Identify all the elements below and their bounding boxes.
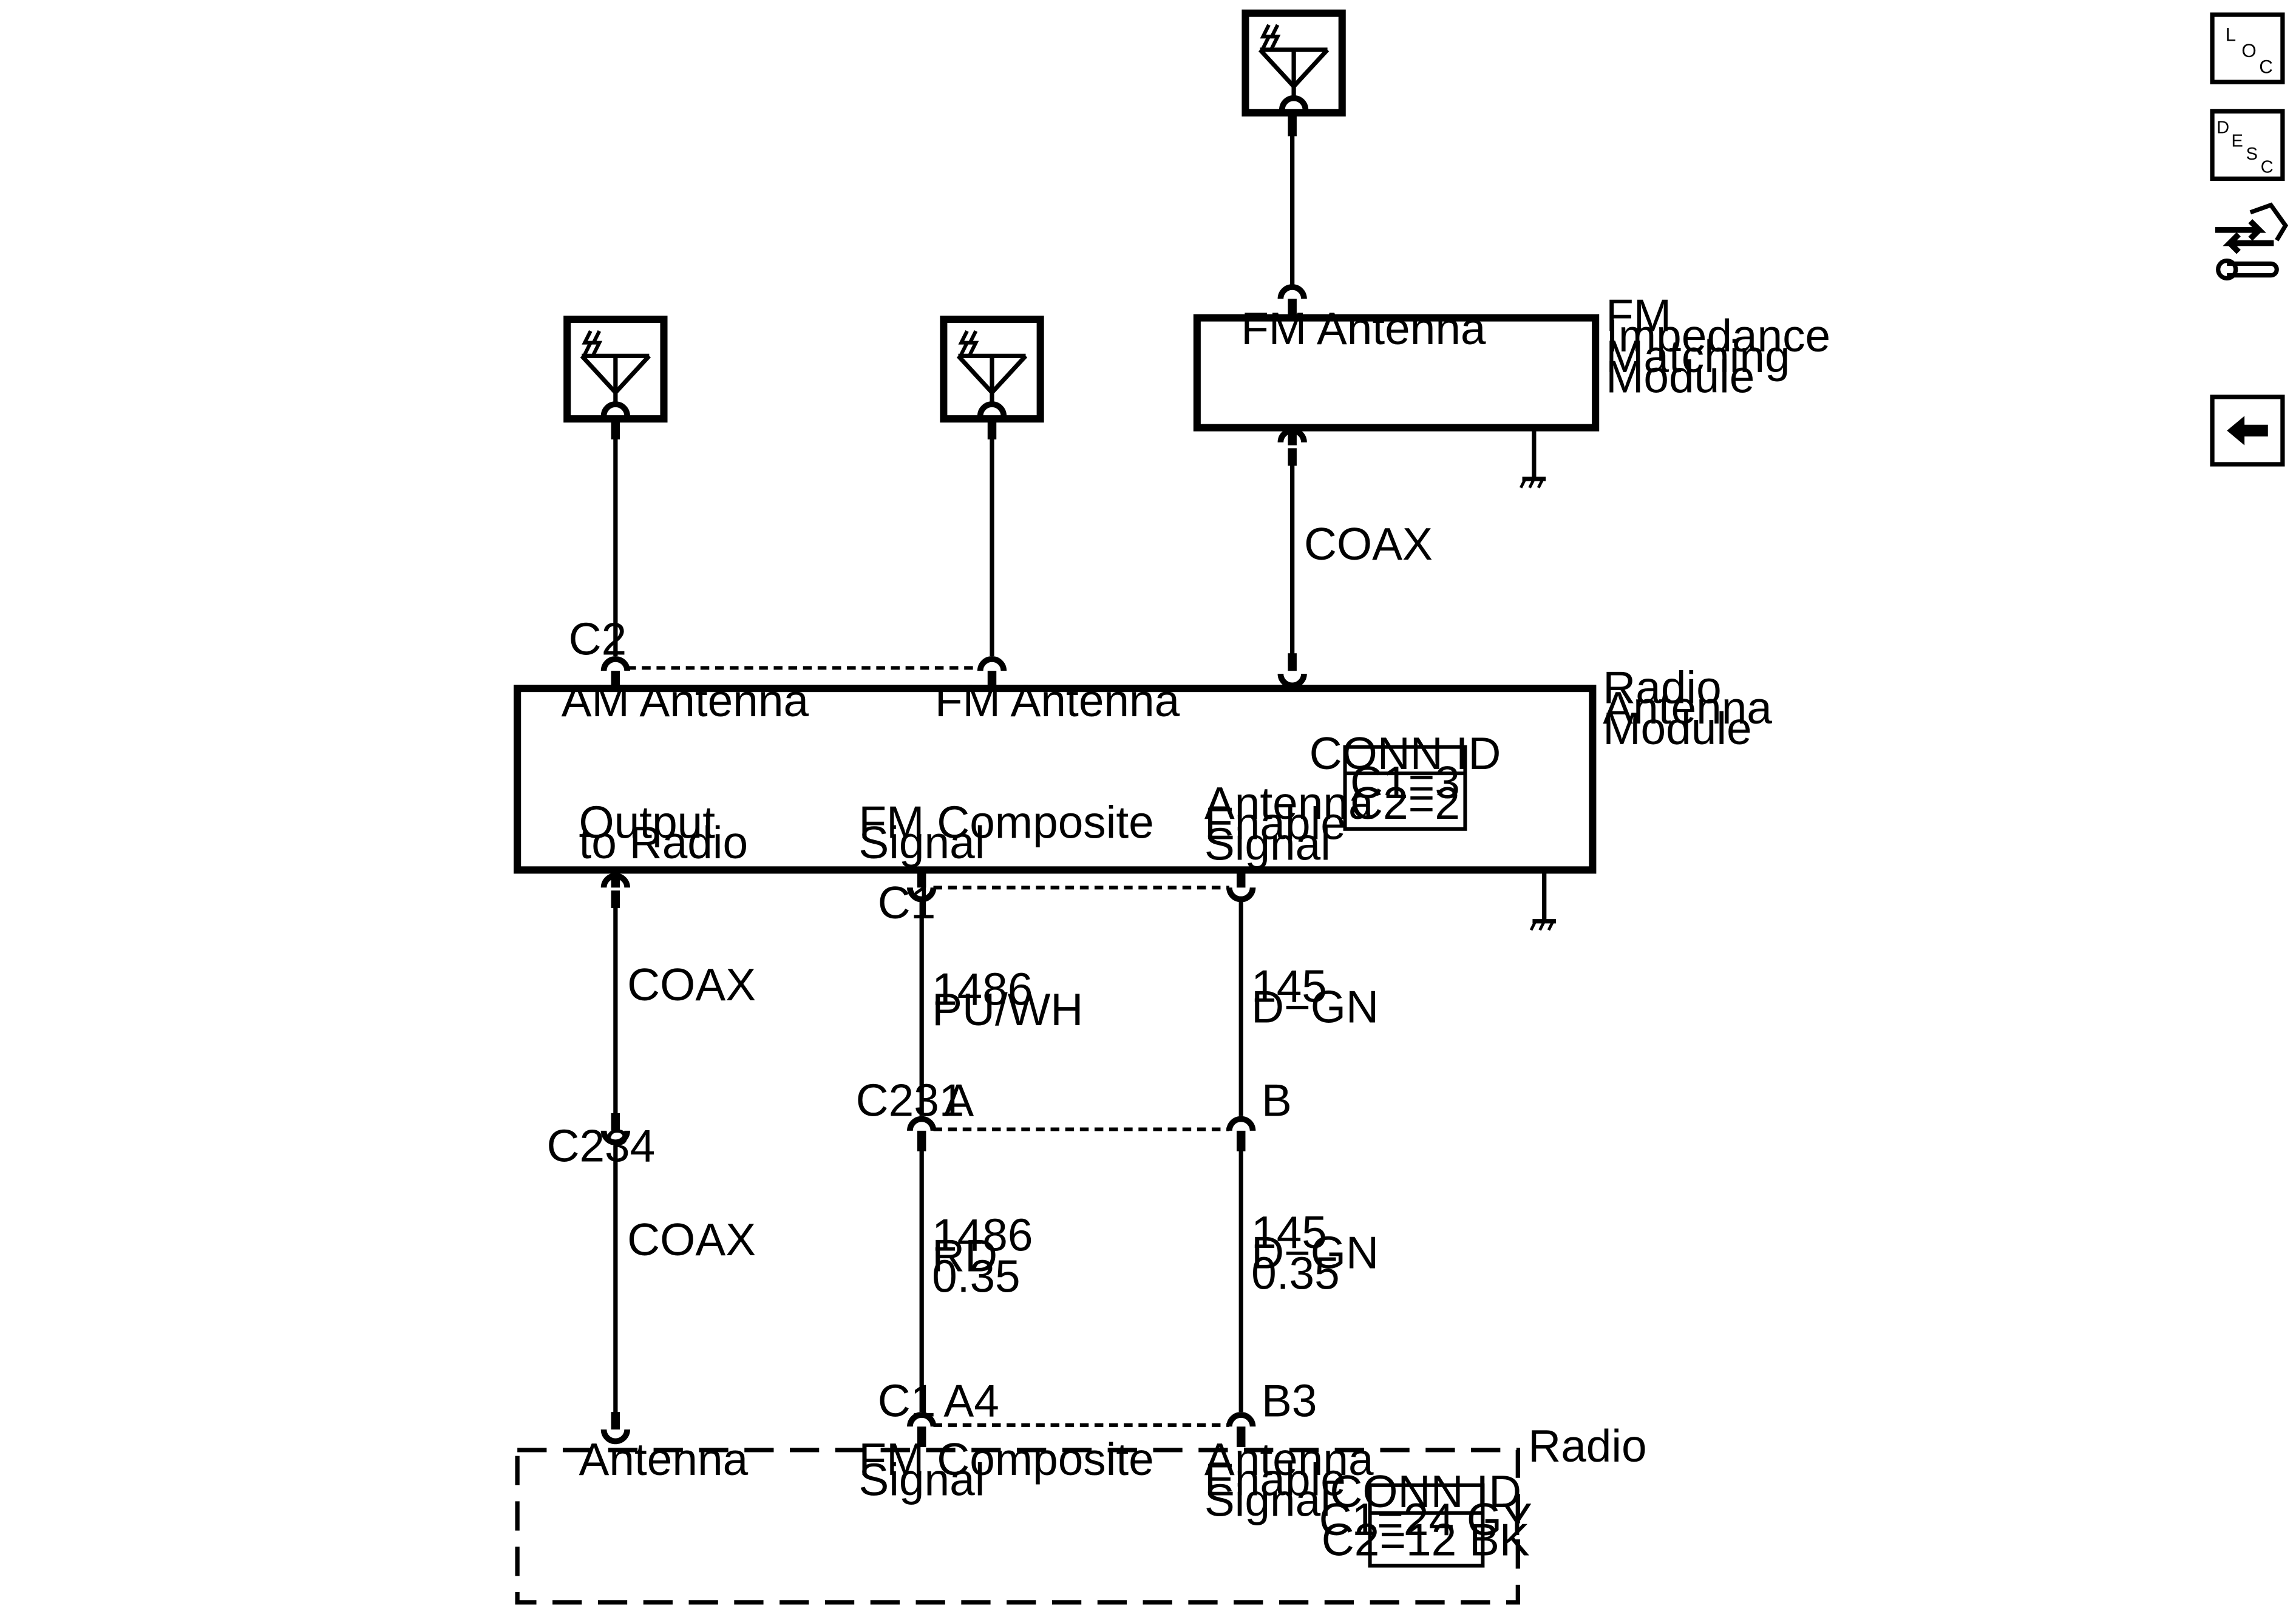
pin-a-label: A	[943, 1075, 974, 1126]
radio-module: Radio Antenna FM Composite Signal Antenn…	[515, 1420, 1647, 1605]
connector-c231-label: C231	[856, 1075, 965, 1126]
fm-impedance-name-2: Impedance	[1606, 310, 1830, 361]
coax-left-lower-label: COAX	[627, 1214, 756, 1265]
fm-composite-signal-2: Signal	[858, 817, 985, 868]
w1486-upper-1: 1486	[932, 963, 1033, 1014]
antenna-enable-signal-2: Enable	[1204, 798, 1346, 849]
w145-upper-1: 145	[1251, 961, 1327, 1012]
wire-1486: 1486 PU/WH 1486 RD 0.35	[907, 870, 1083, 1448]
wire-coax-left: COAX COAX C234	[546, 870, 756, 1445]
radio-antenna-module-name-3: Module	[1603, 703, 1751, 754]
connector-c1-bottom-label: C1	[878, 1375, 936, 1426]
wire-fm-antenna	[977, 419, 1007, 690]
w1486-lower-3: 0.35	[932, 1250, 1021, 1301]
fm-impedance-name-4: Module	[1606, 351, 1754, 402]
conn-id-line-1-radio: C1=24 GY	[1319, 1494, 1532, 1545]
pin-b-label: B	[1262, 1075, 1292, 1126]
radio-antenna-label: Antenna	[579, 1434, 749, 1485]
conn-id-line-2-radio: C2=12 BK	[1322, 1514, 1530, 1565]
coax-top-label: COAX	[1304, 518, 1433, 569]
wire-145: 145 D−GN 145 D−GN 0.35	[1226, 870, 1379, 1448]
description-icon[interactable]: D E S C	[2210, 109, 2285, 181]
pin-b3-label: B3	[1262, 1375, 1317, 1426]
w145-lower-1: 145	[1251, 1207, 1327, 1258]
fm-impedance-matching-module: FM Antenna FM Impedance Matching Module	[1193, 290, 1830, 489]
coax-left-upper-label: COAX	[627, 959, 756, 1010]
wire-coax-top: COAX	[1277, 427, 1433, 689]
conn-id-title-ram: CONN ID	[1309, 728, 1501, 779]
connector-c1-top-label: C1	[878, 877, 936, 928]
w145-upper-2: D−GN	[1251, 981, 1379, 1032]
connector-c234-label: C234	[546, 1120, 655, 1171]
output-to-radio-1: Output	[579, 796, 716, 847]
w1486-lower-2: RD	[932, 1230, 997, 1281]
w145-lower-2: D−GN	[1251, 1227, 1379, 1278]
conn-id-line-1-ram: C1=3	[1350, 757, 1460, 808]
fm-antenna-label: FM Antenna	[935, 675, 1180, 726]
back-arrow-icon[interactable]	[2210, 395, 2285, 467]
conn-id-box-radio: CONN ID C1=24 GY C2=12 BK	[1319, 1466, 1532, 1568]
radio-antenna-module-name-1: Radio	[1603, 662, 1721, 713]
w145-lower-3: 0.35	[1251, 1247, 1340, 1298]
radio-antenna-module: Radio Antenna Module AM Antenna FM Anten…	[514, 662, 1772, 931]
fm-antenna-top-icon	[1245, 13, 1342, 113]
pin-a4-label: A4	[943, 1375, 999, 1426]
conn-id-box-ram: CONN ID C1=3 C2=2	[1309, 728, 1501, 831]
fm-antenna-icon	[943, 319, 1040, 419]
location-icon[interactable]: L O C	[2210, 12, 2285, 84]
desc-letter-3: S	[2246, 144, 2258, 164]
connector-c2-label: C2	[569, 614, 627, 665]
desc-letter-4: C	[2261, 158, 2274, 177]
radio-fm-composite-2: Signal	[858, 1454, 985, 1505]
output-to-radio-2: to Radio	[579, 817, 749, 868]
fm-impedance-pin-label: FM Antenna	[1241, 303, 1486, 354]
w1486-upper-2: PU/WH	[932, 984, 1083, 1035]
am-antenna-label: AM Antenna	[562, 675, 809, 726]
radio-fm-composite-1: FM Composite	[858, 1434, 1153, 1485]
radio-antenna-enable-3: Signal	[1204, 1475, 1331, 1526]
ground-icon	[1519, 476, 1546, 489]
desc-letter-2: E	[2231, 131, 2243, 151]
loc-letter-1: L	[2226, 24, 2236, 46]
antenna-enable-signal-3: Signal	[1204, 818, 1331, 869]
radio-name: Radio	[1528, 1420, 1646, 1471]
ground-icon	[1529, 919, 1557, 931]
wire-am-antenna	[600, 419, 630, 690]
conn-id-title-radio: CONN ID	[1330, 1466, 1521, 1517]
fm-impedance-name-3: Matching	[1606, 331, 1790, 382]
w1486-lower-1: 1486	[932, 1210, 1033, 1261]
fm-composite-signal-1: FM Composite	[858, 796, 1153, 847]
procedure-arrows-icon[interactable]	[2215, 202, 2289, 281]
conn-id-line-2-ram: C2=2	[1350, 778, 1460, 829]
radio-antenna-module-name-2: Antenna	[1603, 682, 1772, 733]
radio-antenna-enable-2: Enable	[1204, 1454, 1346, 1505]
am-antenna-icon	[567, 319, 664, 419]
desc-letter-1: D	[2216, 118, 2229, 138]
wire-fm-antenna-top	[1277, 115, 1307, 318]
loc-letter-2: O	[2241, 40, 2256, 61]
fm-impedance-name-1: FM	[1606, 290, 1671, 341]
loc-letter-3: C	[2259, 56, 2273, 78]
radio-antenna-enable-1: Antenna	[1204, 1434, 1374, 1485]
